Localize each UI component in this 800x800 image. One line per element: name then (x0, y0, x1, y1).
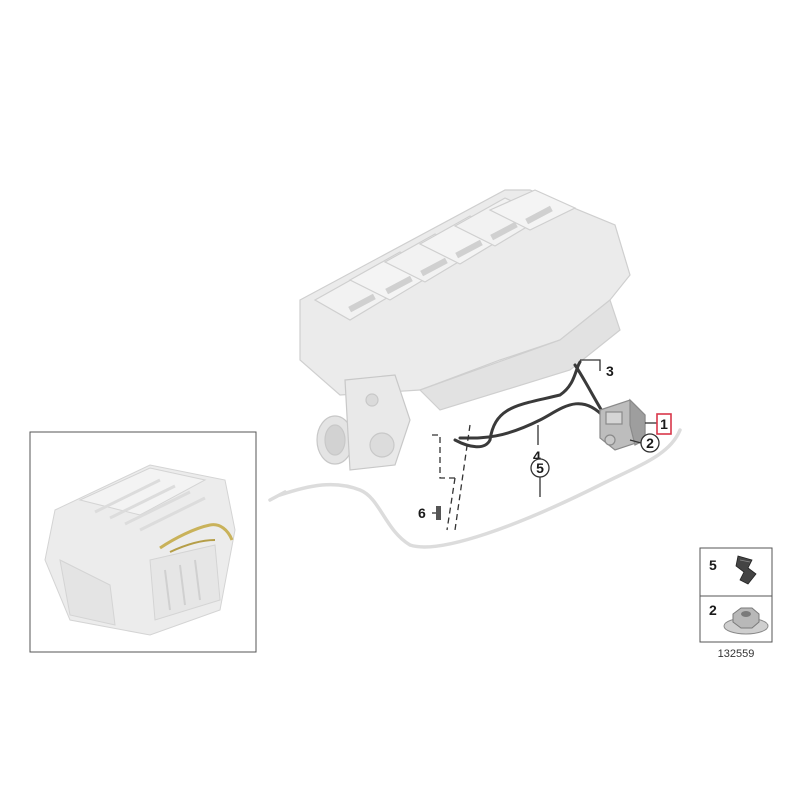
intake-manifold (299, 189, 631, 411)
hex-nut-icon (723, 607, 769, 635)
svg-text:3: 3 (606, 363, 614, 379)
callout-1: 1 (656, 413, 672, 435)
diagram-reference-number: 132559 (718, 648, 755, 660)
leader-lines (432, 359, 657, 531)
highlighted-hose (159, 523, 234, 550)
purge-valve (599, 398, 646, 451)
svg-text:4: 4 (533, 448, 541, 464)
engine-overview-image (44, 464, 236, 636)
pin-part (436, 506, 441, 520)
callout-3: 3 (606, 363, 614, 379)
fuel-line-light (268, 428, 682, 549)
throttle-body (316, 374, 411, 471)
callout-2: 2 (640, 433, 660, 453)
callout-4: 4 (533, 448, 541, 464)
svg-text:2: 2 (646, 435, 654, 451)
legend-item-label: 5 (709, 557, 717, 573)
svg-text:1: 1 (660, 416, 668, 432)
parts-legend: 5 2 132559 (699, 547, 773, 660)
svg-text:6: 6 (418, 505, 426, 521)
hose-clip-icon (735, 555, 757, 585)
legend-item-label: 2 (709, 602, 717, 618)
engine-inset (29, 431, 257, 653)
callout-6: 6 (418, 505, 426, 521)
callout-5: 5 (530, 458, 550, 478)
svg-text:5: 5 (536, 460, 544, 476)
